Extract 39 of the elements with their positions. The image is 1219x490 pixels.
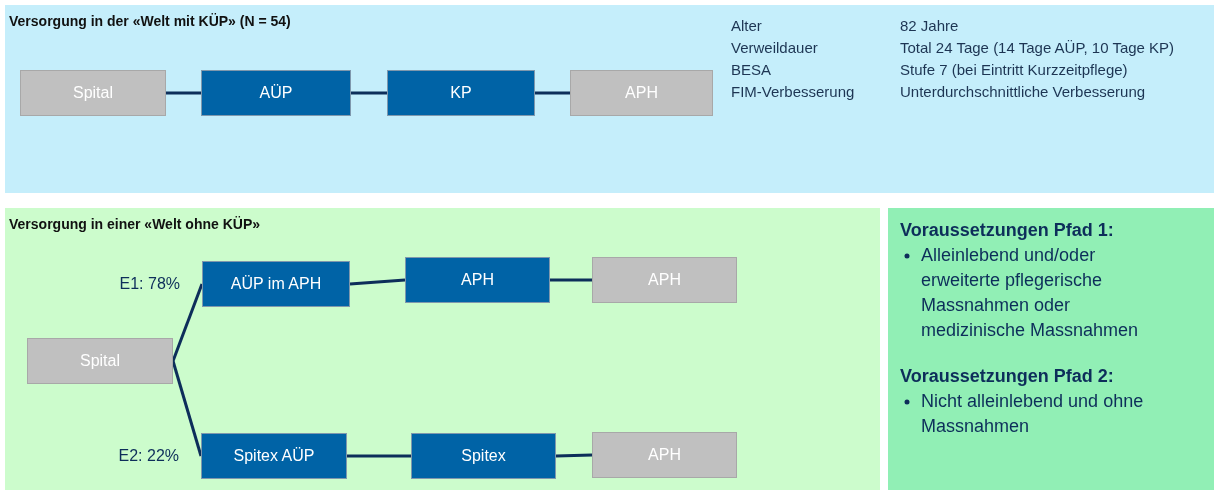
connector-line: [555, 453, 593, 458]
attribute-name: Alter: [731, 17, 762, 34]
conditions-panel: [888, 208, 1214, 490]
process-box: APH: [405, 257, 550, 303]
bullet-text: Alleinlebend und/oder erweiterte pflegerische Massnahmen oder medizinische Massnahmen: [921, 244, 1140, 342]
attribute-name: Verweildauer: [731, 39, 818, 56]
probability-label: E1: 78%: [119, 275, 180, 293]
process-box: KP: [387, 70, 535, 116]
panel-heading: Voraussetzungen Pfad 1:: [900, 219, 1115, 242]
attribute-value: Unterdurchschnittliche Verbesserung: [900, 83, 1146, 100]
connector-line: [550, 278, 592, 282]
process-box: AÜP: [201, 70, 351, 116]
connector-line: [171, 283, 204, 362]
connector-line: [347, 454, 411, 458]
process-box: APH: [592, 432, 737, 478]
section-title: Versorgung in der «Welt mit KÜP» (N = 54): [9, 13, 291, 29]
process-box: Spitex: [411, 433, 556, 479]
connector-line: [351, 91, 387, 95]
section-band: [5, 5, 1214, 193]
probability-label: E2: 22%: [118, 447, 179, 465]
panel-heading: Voraussetzungen Pfad 2:: [900, 365, 1115, 388]
process-box: APH: [592, 257, 737, 303]
connector-line: [535, 91, 570, 95]
attribute-name: BESA: [731, 61, 772, 78]
process-box: Spital: [27, 338, 173, 384]
section-title: Versorgung in einer «Welt ohne KÜP»: [9, 216, 260, 232]
process-box: APH: [570, 70, 713, 116]
attribute-name: FIM-Verbesserung: [731, 83, 855, 100]
bullet-text: Nicht alleinlebend und ohne Massnahmen: [921, 390, 1145, 438]
attribute-value: Total 24 Tage (14 Tage AÜP, 10 Tage KP): [900, 39, 1175, 56]
attribute-value: 82 Jahre: [900, 17, 959, 34]
process-box: Spitex AÜP: [201, 433, 347, 479]
connector-line: [171, 360, 203, 457]
attribute-value: Stufe 7 (bei Eintritt Kurzzeitpflege): [900, 61, 1128, 78]
section-band: [5, 208, 880, 490]
process-box: AÜP im APH: [202, 261, 350, 307]
connector-line: [349, 278, 406, 286]
process-box: Spital: [20, 70, 166, 116]
connector-line: [166, 91, 201, 95]
